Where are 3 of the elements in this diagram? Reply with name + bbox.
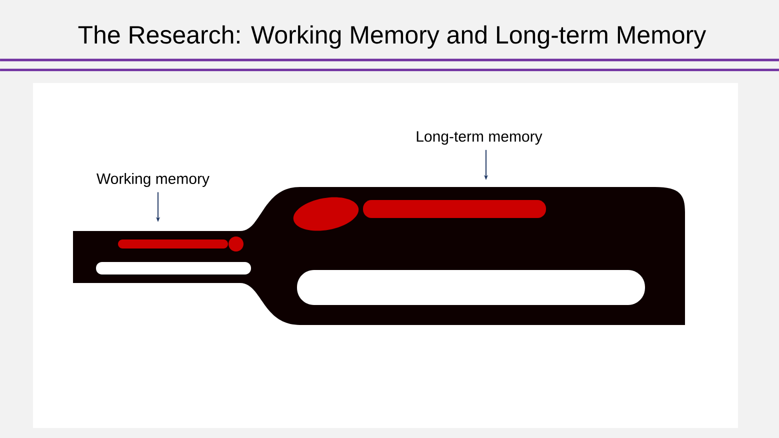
title: The Research: Working Memory and Long-term Memory [78, 25, 706, 49]
memory-label: Long-term memory [416, 131, 542, 145]
memory-label: Working memory [96, 173, 210, 187]
